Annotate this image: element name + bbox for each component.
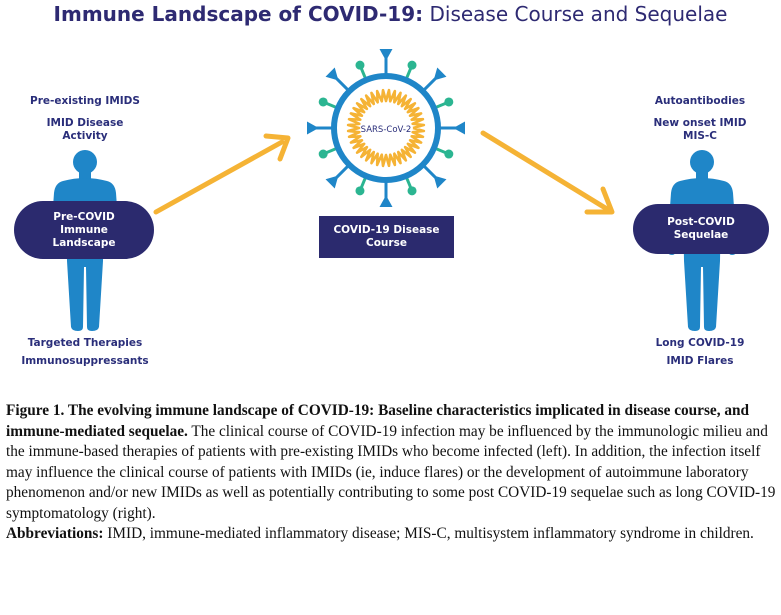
title-bold: Immune Landscape of COVID-19: — [53, 2, 424, 26]
post-covid-line2: Sequelae — [673, 229, 729, 241]
abbreviations-paragraph: Abbreviations: IMID, immune-mediated inf… — [6, 524, 776, 545]
course-line1: COVID-19 Disease — [333, 224, 440, 236]
virus-spike-blue — [325, 176, 338, 189]
virus-spike-blue — [456, 121, 465, 135]
virus-spike-blue — [379, 198, 393, 207]
covid-disease-course-box: COVID-19 Disease Course — [319, 216, 454, 258]
virus-spike-blue — [325, 67, 338, 80]
right-label-new-onset: New onset IMID MIS-C — [635, 117, 765, 143]
virus-spike-green — [407, 186, 417, 196]
abbreviations-bold: Abbreviations: — [6, 525, 104, 542]
virus-spike-blue — [434, 67, 447, 80]
caption-figure-text: The clinical course of COVID-19 infectio… — [6, 422, 776, 522]
virus-spike-blue — [379, 49, 393, 58]
virus-spike-green — [444, 97, 454, 107]
left-label-imid-activity: IMID Disease Activity — [20, 117, 150, 143]
right-label-new-onset-line1: New onset IMID — [653, 117, 747, 129]
virus-spike-stalk — [421, 163, 438, 180]
virus-spike-blue — [307, 121, 316, 135]
left-label-immunosuppressants: Immunosuppressants — [21, 355, 149, 367]
virus-spike-green — [318, 149, 328, 159]
pre-covid-line1: Pre-COVID — [53, 210, 115, 223]
virus-spike-green — [355, 60, 365, 70]
virus-label: SARS-CoV-2 — [361, 125, 412, 135]
right-label-autoantibodies: Autoantibodies — [654, 95, 746, 107]
abbreviations-text: IMID, immune-mediated inflammatory disea… — [103, 525, 754, 542]
virus-spike-green — [444, 149, 454, 159]
virus-rna-coil — [346, 88, 426, 168]
right-label-long-covid: Long COVID-19 — [655, 337, 745, 349]
virus-illustration: SARS-CoV-2 — [307, 49, 465, 207]
caption-paragraph: Figure 1. The evolving immune landscape … — [6, 401, 776, 524]
right-label-imid-flares: IMID Flares — [666, 355, 734, 367]
left-label-imid-line2: Activity — [62, 130, 108, 142]
left-label-imid-line1: IMID Disease — [46, 117, 124, 129]
virus-spike-green — [318, 97, 328, 107]
course-line2: Course — [366, 237, 407, 249]
left-label-targeted: Targeted Therapies — [27, 337, 143, 349]
arrow-left-to-virus — [153, 133, 291, 215]
arrow-virus-to-right — [480, 130, 615, 215]
pre-covid-line3: Landscape — [52, 236, 116, 249]
post-covid-line1: Post-COVID — [667, 216, 735, 228]
caption-figure-bold: Figure 1. The evolving immune landscape … — [6, 402, 750, 440]
figure-caption: Figure 1. The evolving immune landscape … — [6, 401, 776, 545]
virus-spike-stalk — [334, 163, 351, 180]
virus-spike-stalk — [334, 76, 351, 93]
diagram-title: Immune Landscape of COVID-19: Disease Co… — [0, 2, 781, 26]
virus-spike-green — [407, 60, 417, 70]
post-covid-pill: Post-COVID Sequelae — [633, 204, 769, 254]
virus-spike-blue — [434, 176, 447, 189]
pre-covid-pill: Pre-COVID Immune Landscape — [14, 201, 154, 259]
virus-spike-stalk — [421, 76, 438, 93]
pre-covid-line2: Immune — [60, 223, 108, 236]
virus-spike-green — [355, 186, 365, 196]
right-label-new-onset-line2: MIS-C — [683, 130, 717, 142]
left-label-preexisting: Pre-existing IMIDS — [30, 95, 140, 107]
title-rest: Disease Course and Sequelae — [423, 2, 728, 26]
